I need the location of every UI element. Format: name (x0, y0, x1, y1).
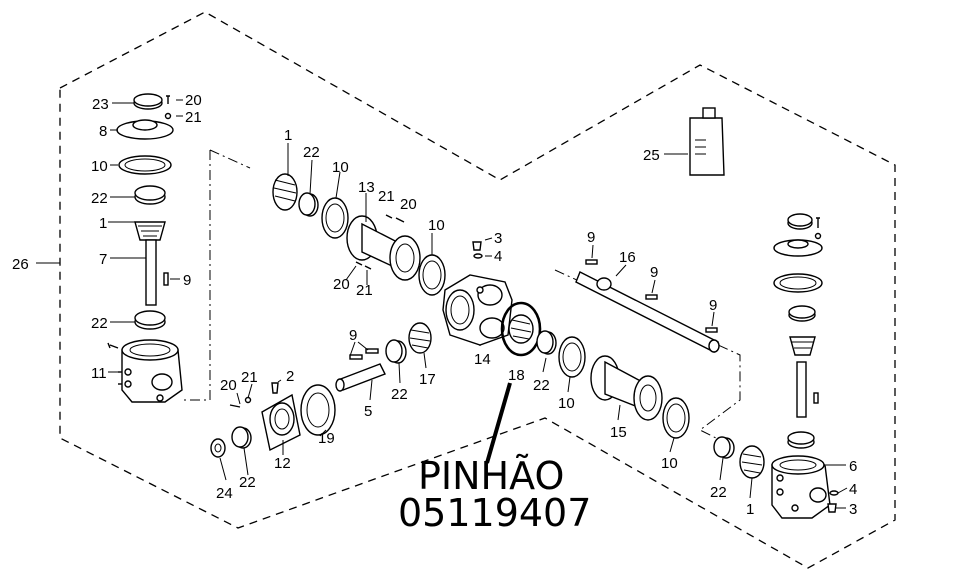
housing-icon (261, 393, 301, 452)
housing-icon (442, 274, 513, 346)
label-1: 1 (99, 215, 107, 232)
callout-title: PINHÃO (418, 454, 564, 498)
label-18: 18 (508, 367, 525, 384)
bolt-icon (827, 503, 837, 513)
label-22: 22 (303, 144, 320, 161)
pinion-gear-highlighted (500, 301, 542, 357)
label-26: 26 (12, 256, 29, 273)
label-16: 16 (619, 249, 636, 266)
bolt-icon (816, 217, 820, 228)
center-leaders (479, 237, 547, 373)
label-19: 19 (318, 430, 335, 447)
label-3: 3 (849, 501, 857, 518)
label-22: 22 (533, 377, 550, 394)
housing-icon (121, 339, 183, 403)
label-22: 22 (91, 190, 108, 207)
label-22: 22 (239, 474, 256, 491)
label-10: 10 (332, 159, 349, 176)
label-23: 23 (92, 96, 109, 113)
label-15: 15 (610, 424, 627, 441)
label-10: 10 (558, 395, 575, 412)
callout-pointer (485, 382, 512, 464)
label-3: 3 (494, 230, 502, 247)
label-25: 25 (643, 147, 660, 164)
gear-icon (408, 322, 432, 354)
upper-leaders (287, 143, 433, 285)
label-20: 20 (333, 276, 350, 293)
assembly-boundary (59, 11, 896, 569)
label-8: 8 (99, 123, 107, 140)
label-21: 21 (378, 188, 395, 205)
label-4: 4 (849, 481, 857, 498)
upper-tube-assembly (272, 173, 446, 296)
label-9: 9 (650, 264, 658, 281)
gear-icon (739, 445, 765, 479)
bolt-icon (166, 95, 170, 104)
right-stack-leaders (719, 457, 848, 509)
label-1: 1 (284, 127, 292, 144)
gear-icon (272, 173, 298, 211)
label-22: 22 (391, 386, 408, 403)
seal-ring-icon (300, 384, 336, 436)
lower-middle-assembly (210, 322, 432, 458)
bolt-icon (472, 241, 482, 251)
label-1: 1 (746, 501, 754, 518)
label-4: 4 (494, 248, 502, 265)
label-20: 20 (185, 92, 202, 109)
tube-icon (346, 215, 421, 281)
shaft-icon (145, 239, 157, 306)
label-24: 24 (216, 485, 233, 502)
label-21: 21 (185, 109, 202, 126)
label-22: 22 (710, 484, 727, 501)
lower-leaders (219, 341, 427, 481)
label-20: 20 (400, 196, 417, 213)
gear-icon (508, 314, 534, 344)
highlight-circle (500, 301, 542, 357)
tube-icon (590, 355, 663, 421)
shaft-icon (796, 361, 807, 418)
label-9: 9 (709, 297, 717, 314)
right-stack (713, 213, 839, 519)
label-13: 13 (358, 179, 375, 196)
shaft-icon (337, 363, 386, 391)
label-22: 22 (91, 315, 108, 332)
right-tube-leaders (567, 244, 715, 453)
part-labels: 23 20 21 8 10 22 1 7 9 26 22 11 1 22 10 … (12, 92, 857, 518)
assembly-line-left (180, 149, 251, 401)
bolt-icon (229, 404, 241, 408)
label-17: 17 (419, 371, 436, 388)
oil-bottle-icon (689, 107, 725, 176)
label-10: 10 (91, 158, 108, 175)
gear-icon (789, 336, 816, 356)
label-14: 14 (474, 351, 491, 368)
label-6: 6 (849, 458, 857, 475)
label-5: 5 (364, 403, 372, 420)
label-9: 9 (349, 327, 357, 344)
housing-icon (771, 455, 831, 519)
label-2: 2 (286, 368, 294, 385)
label-12: 12 (274, 455, 291, 472)
seal-ring-icon (210, 438, 226, 458)
label-10: 10 (428, 217, 445, 234)
label-9: 9 (587, 229, 595, 246)
label-10: 10 (661, 455, 678, 472)
left-leaders (36, 99, 183, 373)
bolt-icon (385, 214, 405, 223)
callout-part-number: 05119407 (398, 491, 591, 535)
label-7: 7 (99, 251, 107, 268)
left-stack (107, 93, 183, 403)
label-21: 21 (241, 369, 258, 386)
central-gearbox (442, 241, 557, 357)
right-tube-assembly (558, 259, 720, 439)
label-20: 20 (220, 377, 237, 394)
label-21: 21 (356, 282, 373, 299)
label-9: 9 (183, 272, 191, 289)
label-11: 11 (91, 365, 107, 382)
